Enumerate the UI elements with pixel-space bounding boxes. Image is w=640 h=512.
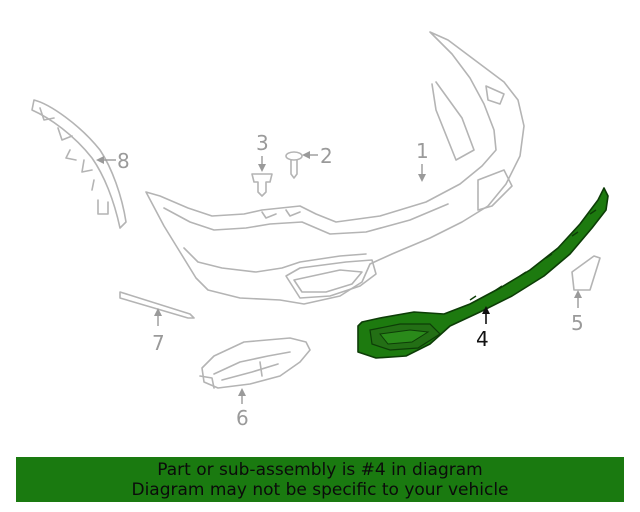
parts-diagram: 8 3 2 1 4: [31, 31, 609, 430]
part-2-screw: 2: [285, 144, 333, 179]
part-7-trim-strip: 7: [119, 291, 195, 355]
banner-line-1: Part or sub-assembly is #4 in diagram: [157, 460, 483, 480]
callout-2: 2: [320, 144, 333, 168]
callout-5: 5: [571, 311, 584, 335]
callout-4: 4: [476, 327, 489, 351]
part-1-bumper-cover: 1: [145, 31, 525, 305]
callout-8: 8: [117, 149, 130, 173]
part-4-diffuser-highlighted: 4: [357, 187, 609, 359]
info-banner: Part or sub-assembly is #4 in diagram Di…: [16, 457, 624, 502]
callout-7: 7: [152, 331, 165, 355]
callout-3: 3: [256, 131, 269, 155]
part-5-reflector: 5: [571, 255, 601, 335]
part-8-side-bracket: 8: [31, 99, 130, 229]
callout-1: 1: [416, 139, 429, 163]
callout-6: 6: [236, 406, 249, 430]
part-6-bracket: 6: [199, 337, 311, 430]
part-3-clip: 3: [251, 131, 273, 197]
banner-line-2: Diagram may not be specific to your vehi…: [131, 480, 509, 500]
